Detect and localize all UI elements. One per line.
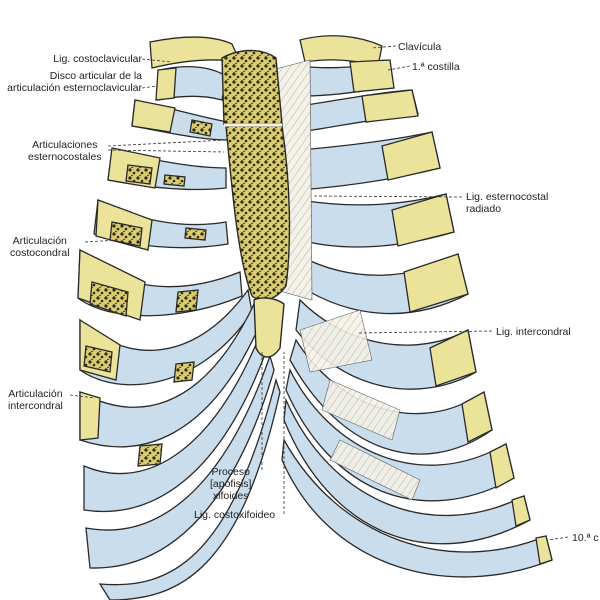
sternum — [221, 49, 291, 358]
label-proceso-line2: [apófisis] — [210, 478, 252, 490]
label-lig-intercondral: Lig. intercondral — [496, 326, 571, 338]
right-clavicle — [299, 35, 383, 67]
xiphoid-process — [253, 297, 285, 358]
label-lig-costoclavicular: Lig. costoclavicular — [53, 53, 142, 65]
label-art-inter-line2: intercondral — [8, 400, 63, 412]
label-articulacion-costocondral: Articulación costocondral — [10, 235, 70, 259]
leader-lines — [69, 45, 569, 541]
label-art-esterno-line1: Articulaciones — [32, 139, 98, 151]
label-disco-articular: Disco articular de la articulación ester… — [7, 70, 142, 94]
label-disco-line1: Disco articular de la — [49, 70, 142, 82]
label-disco-line2: articulación esternoclavicular — [7, 82, 142, 94]
label-primera-costilla: 1.ª costilla — [412, 61, 460, 73]
label-proceso-xifoides: Proceso [apófisis] xifoides — [210, 466, 251, 502]
label-art-costo-line2: costocondral — [10, 247, 70, 259]
label-lig-radiado-line2: radiado — [466, 203, 502, 215]
label-articulacion-intercondral: Articulación intercondral — [8, 388, 63, 412]
left-rib-9 — [85, 353, 275, 569]
label-articulaciones-esternocostales: Articulaciones esternocostales — [28, 139, 102, 163]
label-decima-costilla: 10.ª c — [572, 532, 599, 544]
label-proceso-line1: Proceso — [211, 466, 250, 478]
label-lig-radiado-line1: Lig. esternocostal — [466, 191, 549, 203]
label-art-costo-line1: Articulación — [12, 235, 67, 247]
label-lig-esternocostal-radiado: Lig. esternocostal radiado — [466, 191, 548, 215]
label-art-inter-line1: Articulación — [8, 388, 63, 400]
label-clavicula: Clavícula — [398, 41, 442, 53]
manubrium — [221, 49, 283, 125]
label-lig-costoxifoideo: Lig. costoxifoideo — [194, 509, 276, 521]
left-rib-10 — [98, 377, 281, 600]
label-proceso-line3: xifoides — [212, 490, 249, 502]
left-rib-6 — [79, 288, 253, 386]
label-art-esterno-line2: esternocostales — [28, 151, 102, 163]
left-ribs — [77, 36, 281, 600]
right-ribs — [281, 35, 553, 578]
